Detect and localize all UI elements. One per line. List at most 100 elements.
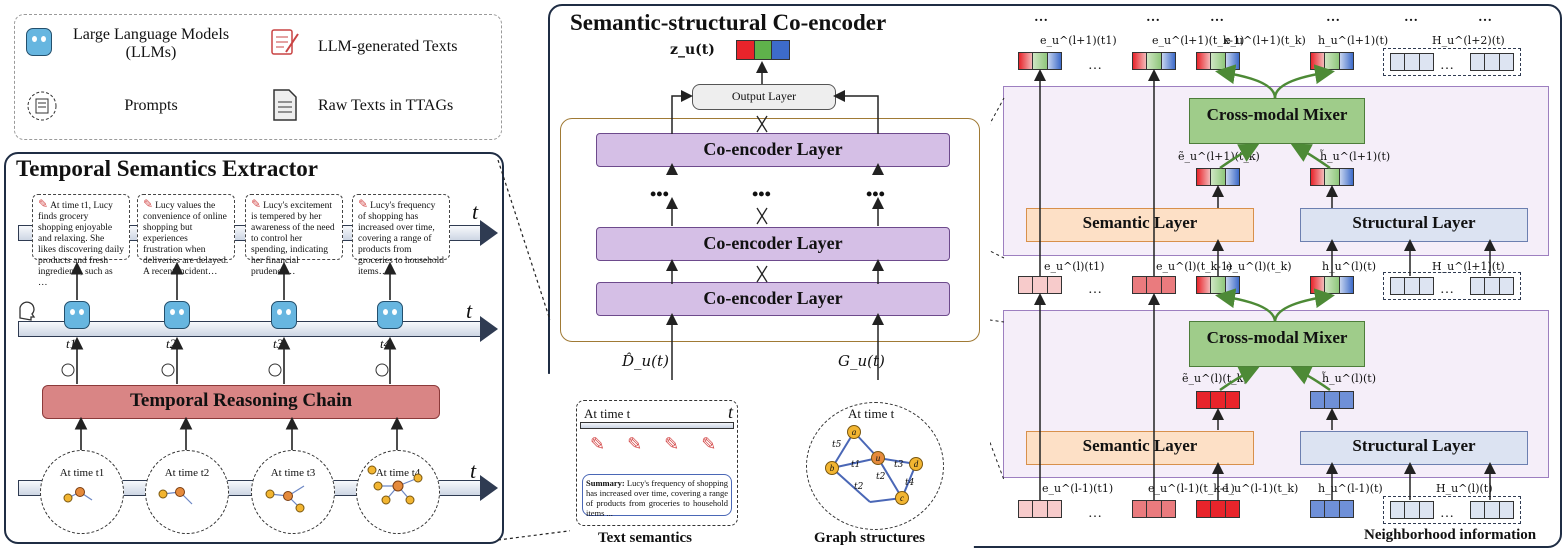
summary-text: Lucy's frequency of shopping has increas… <box>586 478 728 518</box>
timeline-graphs-t: t <box>470 458 477 483</box>
extractor-title: Temporal Semantics Extractor <box>16 156 318 181</box>
llm-robot-icon <box>377 301 403 329</box>
timeline-llm-t: t <box>466 298 473 323</box>
emb-neighbor <box>1390 501 1434 519</box>
edge-label: t1 <box>851 460 861 470</box>
z-vector <box>736 40 790 60</box>
coencoder-connectors <box>666 61 884 380</box>
llm-text-icons: ✎✎✎✎ <box>590 434 739 454</box>
raw-text-icon <box>273 89 297 121</box>
legend-raw-texts-label: Raw Texts in TTAGs <box>318 97 454 114</box>
emb-neighbor <box>1470 277 1514 295</box>
top-ellipsis-mid: … <box>1088 58 1102 73</box>
bottom-label-4: h_u^(l-1)(t) <box>1318 482 1383 495</box>
tilde-lower-h: h̃_u^(l)(t) <box>1322 372 1376 385</box>
bottom-ellipsis: … <box>1088 506 1102 521</box>
llm-robot-icon <box>64 301 90 329</box>
coencoder-layer-mid: Co-encoder Layer <box>596 227 950 261</box>
mid-ellipsis: … <box>1088 282 1102 297</box>
summary-label: Summary: <box>586 478 625 488</box>
snapshot-title: At time t3 <box>270 467 316 479</box>
neighbor-ellipsis: … <box>1440 506 1454 521</box>
dots-left: ••• <box>650 184 669 204</box>
llm-text-icon: ✎ <box>251 197 262 211</box>
top-ellipsis: … <box>1478 10 1492 25</box>
semantic-layer-upper: Semantic Layer <box>1026 208 1254 242</box>
neighbor-box-bottom <box>1383 496 1521 524</box>
timeline-graphs-arrow <box>480 475 498 501</box>
timeline-notes-arrow <box>480 220 498 246</box>
mid-label-3: e_u^(l)(t_k) <box>1226 260 1292 273</box>
emb-top-3 <box>1196 52 1240 70</box>
note-text: Lucy's frequency of shopping has increas… <box>358 201 445 277</box>
legend-llm-label: Large Language Models (LLMs) <box>72 26 230 61</box>
input-graph-label: G_u(t) <box>838 352 885 370</box>
neighbor-box-mid <box>1383 272 1521 300</box>
timeline-notes-t: t <box>472 199 479 224</box>
tilde-upper-h: h̃_u^(l+1)(t) <box>1320 150 1391 163</box>
emb-bottom-4 <box>1310 500 1354 518</box>
coencoder-stack-box <box>560 118 980 342</box>
edge-label: t2 <box>876 472 886 482</box>
emb-neighbor <box>1390 53 1434 71</box>
coencoder-title: Semantic-structural Co-encoder <box>570 10 887 35</box>
llm-text-icon: ✎ <box>38 197 49 211</box>
graph-node-c: c <box>895 491 909 505</box>
cross-modal-mixer-lower: Cross-modal Mixer <box>1189 321 1365 367</box>
edge-label: t2 <box>854 482 864 492</box>
graph-structures-title: At time t <box>848 406 895 421</box>
temporal-reasoning-chain: Temporal Reasoning Chain <box>42 385 440 419</box>
bottom-label-2: e_u^(l-1)(t_k-1) <box>1148 482 1235 495</box>
mid-label-1: e_u^(l)(t1) <box>1044 260 1105 273</box>
legend-prompts-label: Prompts <box>124 97 178 114</box>
prompt-icon <box>27 91 57 121</box>
graph-structures-caption: Graph structures <box>814 530 925 546</box>
brain-head-icon <box>19 301 36 321</box>
llm-robot-icon <box>271 301 297 329</box>
detail-connectors <box>990 64 1496 500</box>
graph-node-a: a <box>847 425 861 439</box>
top-label-1: e_u^(l+1)(t1) <box>1040 34 1117 47</box>
coencoder-layer-bottom: Co-encoder Layer <box>596 282 950 316</box>
graph-node-d: d <box>909 457 923 471</box>
neighbor-ellipsis: … <box>1440 282 1454 297</box>
graph-node-b: b <box>825 461 839 475</box>
llm-text-icon <box>271 29 299 55</box>
emb-neighbor <box>1470 501 1514 519</box>
bottom-label-5: H_u^(l)(t) <box>1436 482 1493 495</box>
edge-label: t5 <box>832 440 842 450</box>
top-label-4: h_u^(l+1)(t) <box>1318 34 1389 47</box>
text-semantics-t: t <box>728 402 734 422</box>
note-1: ✎At time t1, Lucy finds grocery shopping… <box>32 194 130 288</box>
legend-llm-texts-label: LLM-generated Texts <box>318 38 458 55</box>
top-ellipsis: … <box>1404 10 1418 25</box>
llm-robot-icon <box>164 301 190 329</box>
emb-bottom-1 <box>1018 500 1062 518</box>
bottom-label-3: e_u^(l-1)(t_k) <box>1222 482 1299 495</box>
edge-label: t4 <box>905 478 915 488</box>
top-label-3: e_u^(l+1)(t_k) <box>1224 34 1306 47</box>
emb-bottom-2 <box>1132 500 1176 518</box>
text-semantics-title: At time t <box>584 406 631 421</box>
text-semantics-box <box>576 400 738 526</box>
z-label: z_u(t) <box>670 42 715 58</box>
note-text: Lucy's excitement is tempered by her awa… <box>251 201 335 277</box>
note-2: ✎Lucy values the convenience of online s… <box>137 194 235 277</box>
text-semantics-axis <box>580 422 734 429</box>
neighborhood-caption: Neighborhood information <box>1364 527 1537 543</box>
top-ellipsis: … <box>1034 10 1048 25</box>
snapshot-title: At time t2 <box>164 467 210 479</box>
top-label-5: H_u^(l+2)(t) <box>1432 34 1505 47</box>
llm-robot-icon <box>26 28 52 56</box>
graph-snapshot-3: At time t3 <box>251 450 335 534</box>
emb-tilde-lower-h <box>1310 391 1354 409</box>
input-text-label: D̂_u(t) <box>622 352 669 370</box>
llm-text-icon: ✎ <box>143 197 154 211</box>
snapshot-title: At time t4 <box>375 467 421 479</box>
panel-link-lines <box>497 159 570 541</box>
mid-label-4: h_u^(l)(t) <box>1322 260 1376 273</box>
structural-layer-lower: Structural Layer <box>1300 431 1528 465</box>
bottom-label-1: e_u^(l-1)(t1) <box>1042 482 1114 495</box>
note-3: ✎Lucy's excitement is tempered by her aw… <box>245 194 343 277</box>
llm-text-icon: ✎ <box>358 197 369 211</box>
